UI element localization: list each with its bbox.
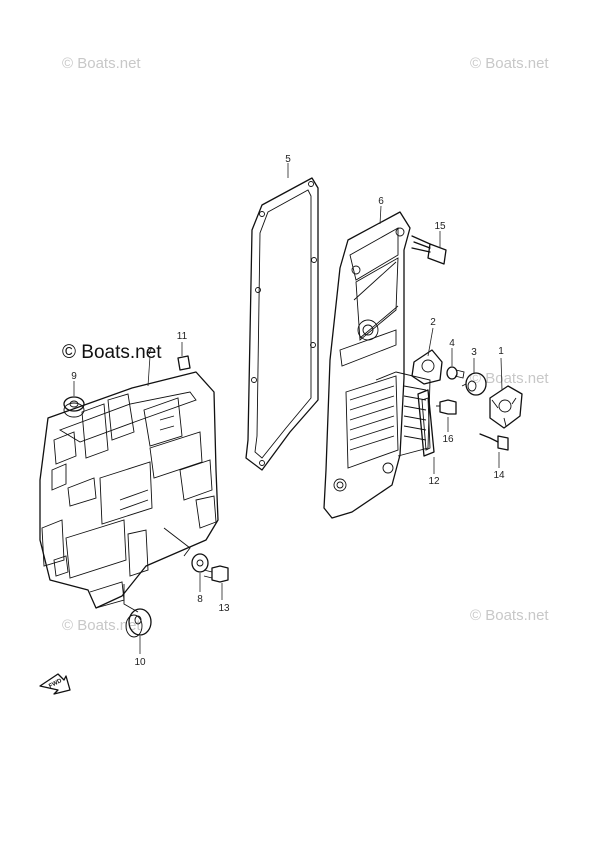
- callout-4: 4: [449, 338, 455, 349]
- part-bolt-16: [436, 399, 457, 415]
- callout-10: 10: [134, 657, 146, 668]
- part-electric-box: [39, 371, 219, 613]
- part-small-screw: [446, 366, 465, 380]
- part-grommet-9: [63, 396, 85, 418]
- callout-11: 11: [177, 331, 188, 342]
- callout-2: 2: [430, 317, 436, 328]
- callout-15: 15: [434, 221, 446, 232]
- callout-14: 14: [493, 470, 505, 481]
- watermark-mid-right: © Boats.net: [470, 370, 549, 387]
- watermark-top-left: © Boats.net: [62, 55, 141, 72]
- part-clamp: [489, 385, 523, 429]
- leader-lines: [73, 163, 503, 654]
- part-bolt-13: [203, 565, 229, 583]
- callout-5: 5: [285, 154, 291, 165]
- watermark-main: © Boats.net: [62, 342, 162, 363]
- fwd-arrow-icon: FWD: [39, 673, 71, 695]
- callout-1: 1: [498, 346, 504, 357]
- callout-3: 3: [471, 347, 477, 358]
- callout-13: 13: [218, 603, 230, 614]
- callout-16: 16: [442, 434, 454, 445]
- callout-12: 12: [428, 476, 440, 487]
- callout-7: 7: [147, 346, 153, 357]
- watermark-top-right: © Boats.net: [470, 55, 549, 72]
- part-spacer: [461, 372, 487, 396]
- callout-8: 8: [197, 594, 203, 605]
- callout-6: 6: [378, 196, 384, 207]
- part-plate: [411, 349, 443, 385]
- part-grommet-10: [125, 608, 152, 638]
- part-gasket: [245, 177, 319, 471]
- part-bolt-15: [411, 235, 447, 265]
- callout-9: 9: [71, 371, 77, 382]
- part-bolt-14: [479, 433, 509, 451]
- part-washer: [191, 553, 209, 573]
- watermark-bottom-left: © Boats.net: [62, 617, 141, 634]
- watermark-bottom-right: © Boats.net: [470, 607, 549, 624]
- part-clip: [177, 355, 191, 371]
- part-bracket: [323, 211, 431, 519]
- part-strap: [417, 389, 435, 457]
